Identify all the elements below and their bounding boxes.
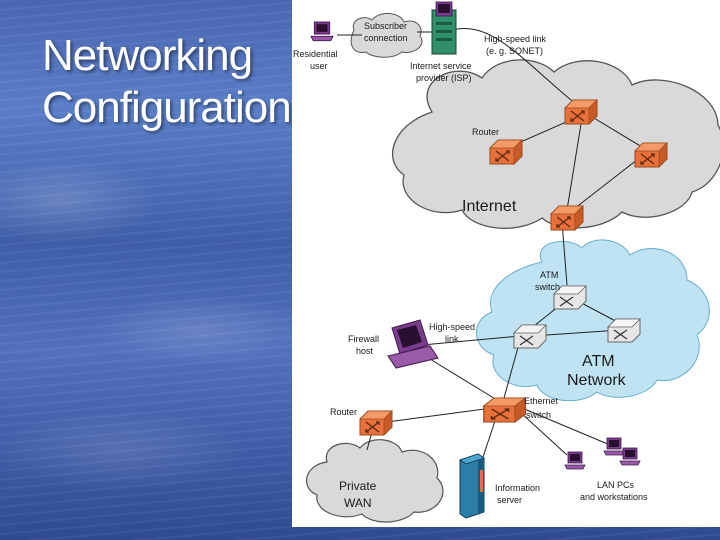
atm-switch-icon — [607, 318, 641, 343]
subscriber-cloud: Subscriber connection — [350, 13, 423, 58]
private-wan-label-1: Private — [339, 479, 377, 493]
lan-workstation-icon — [564, 451, 586, 470]
private-wan-label-2: WAN — [344, 496, 372, 510]
ethernet-switch-icon: Ethernet switch — [482, 396, 559, 423]
firewall-label-1: Firewall — [348, 334, 379, 344]
hs-link-label-1: High-speed — [429, 322, 475, 332]
info-server-label-1: Information — [495, 483, 540, 493]
atm-network-label-1: ATM — [582, 353, 615, 370]
atm-network-cloud: ATM Network — [476, 239, 710, 402]
firewall-host-icon: Firewall host — [348, 319, 439, 369]
isp-label-1: Internet service — [410, 61, 472, 71]
internet-label: Internet — [462, 198, 517, 215]
router-internet-label: Router — [472, 127, 499, 137]
lan-label-2: and workstations — [580, 492, 648, 502]
atm-switch-icon — [513, 324, 547, 349]
information-server-icon: Information server — [459, 453, 540, 519]
slide-title: Networking Configuration — [42, 30, 292, 134]
residential-pc-icon: Residential user — [293, 21, 338, 71]
residential-label-2: user — [310, 61, 328, 71]
highspeed-link-label-1: High-speed link — [484, 34, 547, 44]
internet-router-icon — [564, 99, 598, 125]
isp-server-icon: Internet service provider (ISP) — [410, 1, 472, 83]
atm-switch-label-1: ATM — [540, 270, 558, 280]
router-private-label: Router — [330, 407, 357, 417]
atm-switch-label-2: switch — [535, 282, 560, 292]
slide-title-line-1: Networking — [42, 31, 253, 80]
hs-link-label-2: link — [445, 334, 459, 344]
internet-router-icon — [489, 139, 523, 165]
internet-cloud: Internet — [391, 59, 720, 229]
firewall-label-2: host — [356, 346, 374, 356]
private-router-icon — [359, 410, 393, 436]
atm-network-label-2: Network — [567, 372, 627, 389]
network-diagram: Internet ATM Network Private WAN Subscri… — [292, 0, 720, 527]
subscriber-label-2: connection — [364, 33, 408, 43]
private-wan-cloud: Private WAN — [306, 439, 444, 523]
highspeed-link-label-2: (e. g. SONET) — [486, 46, 543, 56]
lan-workstation-icon — [619, 447, 641, 466]
isp-label-2: provider (ISP) — [416, 73, 472, 83]
subscriber-label-1: Subscriber — [364, 21, 407, 31]
info-server-label-2: server — [497, 495, 522, 505]
slide-title-line-2: Configuration — [42, 83, 292, 132]
lan-label-1: LAN PCs — [597, 480, 635, 490]
ethernet-label-1: Ethernet — [524, 396, 559, 406]
internet-router-icon — [634, 142, 668, 168]
ethernet-label-2: switch — [526, 410, 551, 420]
internet-router-icon — [550, 205, 584, 231]
lan-workstation-icon — [603, 437, 625, 456]
residential-label-1: Residential — [293, 49, 338, 59]
